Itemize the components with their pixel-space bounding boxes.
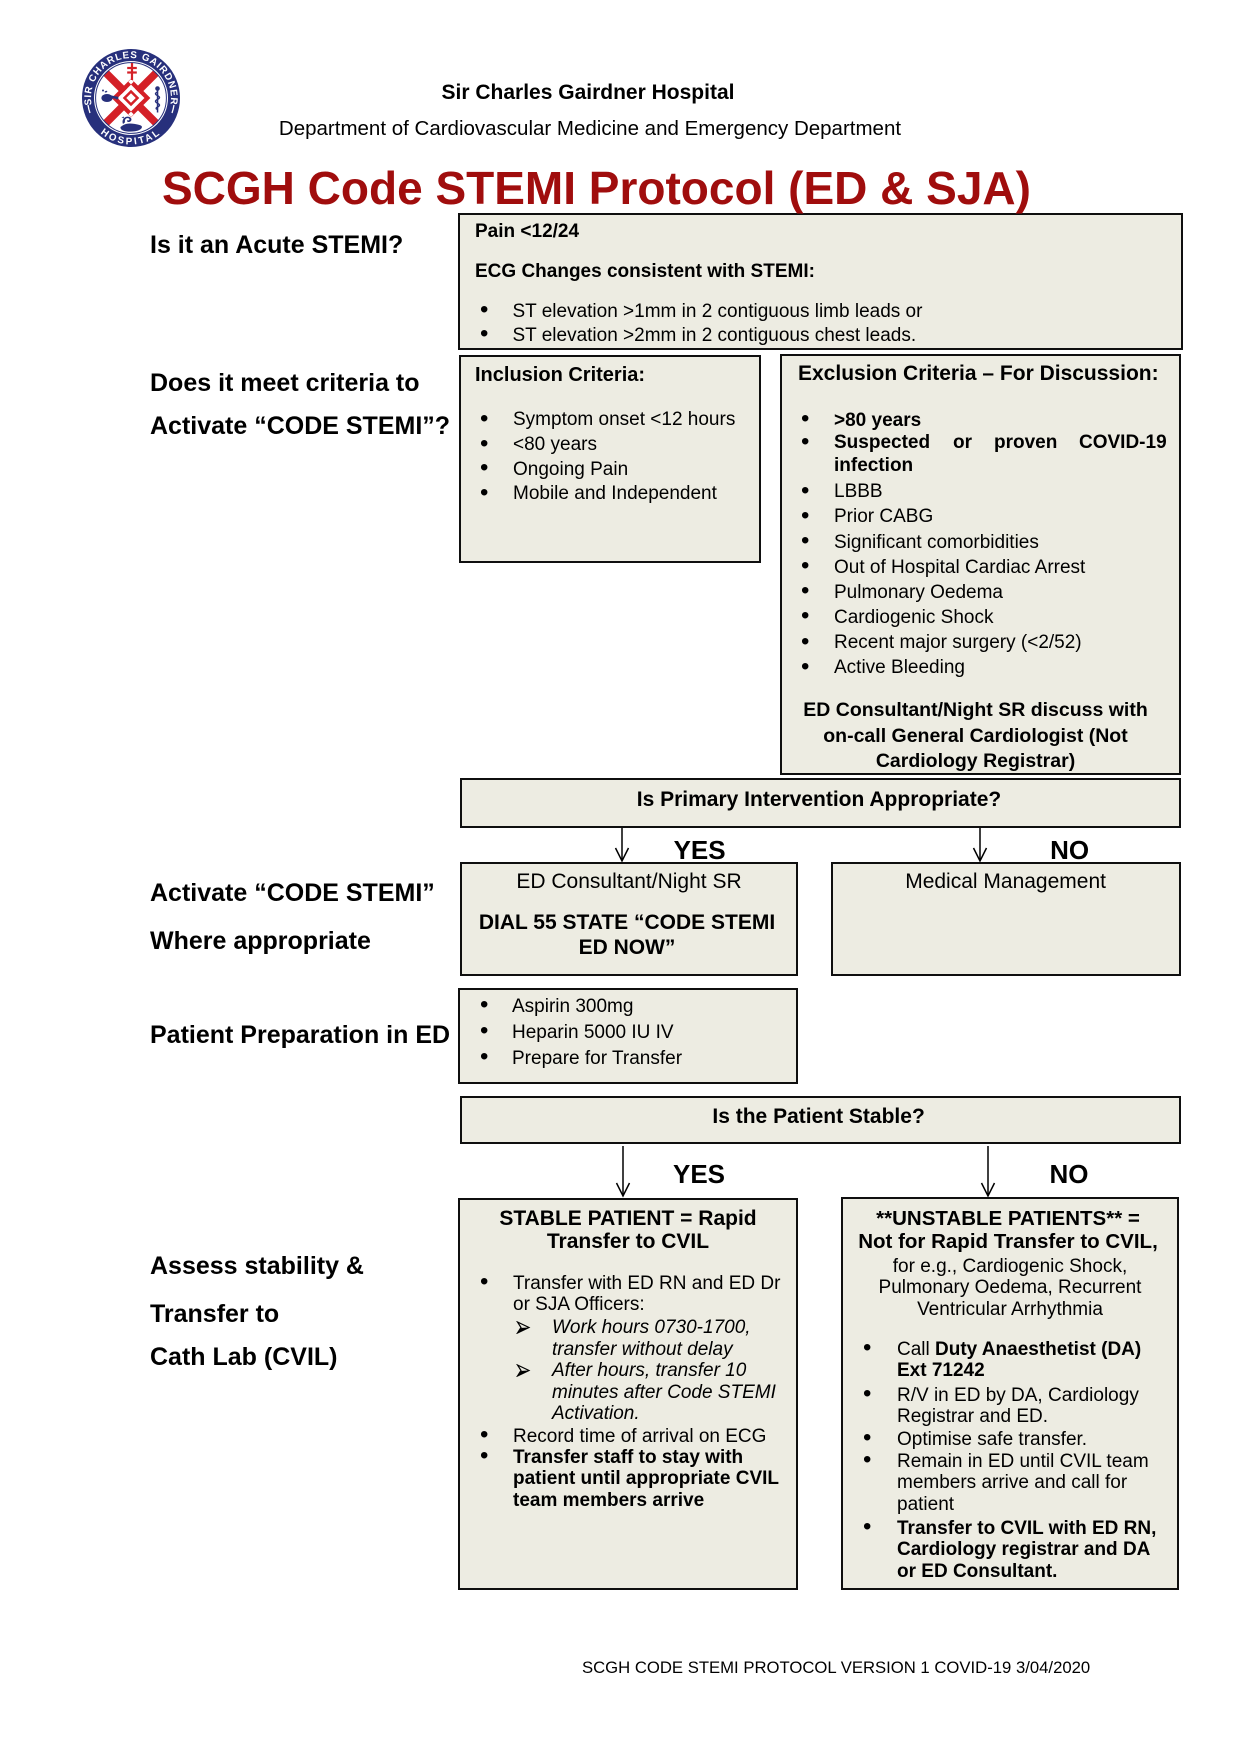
- svg-text:SIR CHARLES GAIRDNER: SIR CHARLES GAIRDNER: [83, 50, 179, 106]
- svg-text:HOSPITAL: HOSPITAL: [99, 127, 164, 148]
